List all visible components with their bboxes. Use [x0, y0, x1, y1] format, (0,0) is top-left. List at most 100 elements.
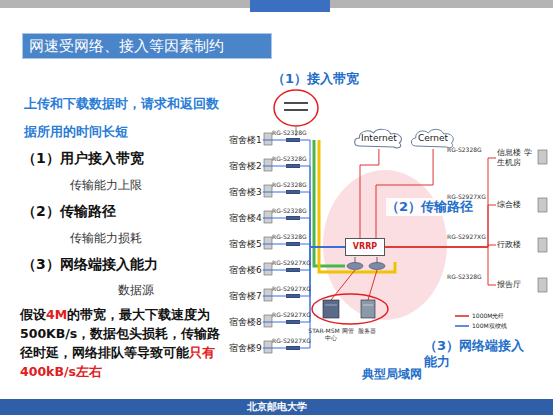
- bandwidth-circle: [274, 90, 318, 126]
- building-label: 报告厅: [496, 279, 522, 291]
- device-label: RG-S2927XG: [272, 311, 311, 318]
- slide-text: 上传和下载数据时，请求和返回数据所用的时间长短: [24, 90, 219, 146]
- bandwidth-note: 假设4M的带宽，最大下载速度为500KB/s，数据包头损耗，传输路径时延，网络排…: [20, 305, 225, 381]
- access-line: [284, 102, 308, 104]
- top-accent: [250, 0, 330, 12]
- dorm-label: 宿舍楼5: [228, 238, 263, 250]
- node-text: 北京邮电大学: [0, 399, 553, 415]
- building-icon: [264, 211, 272, 223]
- building-label: 综合楼: [496, 199, 522, 211]
- slide-text: 传输能力损耗: [70, 230, 142, 247]
- node-text: 宿舍楼6: [229, 264, 262, 276]
- network-link: [263, 140, 345, 247]
- network-link: [385, 158, 496, 247]
- device-label: RG-S2927XG: [272, 259, 311, 266]
- slide-text: 传输能力上限: [70, 177, 142, 194]
- title-band: 网速受网络、接入等因素制约: [22, 33, 272, 59]
- device-label: RG-S2927XG: [272, 337, 311, 344]
- node-text: 宿舍楼8: [229, 316, 262, 328]
- legend-row: 100M双绞线: [455, 321, 507, 331]
- node-text: 宿舍楼5: [229, 238, 262, 250]
- slide-text: 数据源: [118, 282, 154, 299]
- device-label: RG-S2328G: [272, 181, 307, 188]
- building-icon: [264, 133, 272, 145]
- node-text: 报告厅: [497, 280, 521, 290]
- right-building-icons: [538, 150, 547, 292]
- building-icon: [264, 237, 272, 249]
- node-text: 综合楼: [497, 200, 521, 210]
- footer-band: 北京邮电大学: [0, 399, 553, 415]
- network-link: [385, 247, 496, 285]
- legend: 1000M光纤100M双绞线: [455, 311, 507, 331]
- network-link: [263, 192, 345, 247]
- building-icon: [264, 159, 272, 171]
- building-icon: [264, 341, 272, 353]
- device-label: RG-S2328G: [272, 129, 307, 136]
- yellow-path: [319, 140, 395, 272]
- legend-row: 1000M光纤: [455, 311, 507, 321]
- dorm-label: 宿舍楼4: [228, 212, 263, 224]
- slide-text: （1）用户接入带宽: [22, 150, 144, 168]
- device-label: RG-S2328G: [272, 207, 307, 214]
- core-switch-icons: [347, 257, 385, 270]
- device-label: RG-S2328G: [272, 155, 307, 162]
- dorm-label: 宿舍楼2: [228, 160, 263, 172]
- network-link: [263, 166, 345, 247]
- server-circle: [312, 294, 388, 324]
- device-label: RG-S2328G: [272, 233, 307, 240]
- device-label: STAR-MSM 网管中心: [306, 327, 356, 341]
- node-text: 宿舍楼1: [229, 134, 262, 146]
- legend-text: 1000M光纤: [472, 312, 504, 321]
- device-label: RG-S2927XG: [447, 193, 486, 200]
- legend-line-sample: [455, 323, 469, 329]
- note-text: 假设: [20, 307, 46, 322]
- device-label: RG-S2927XG: [447, 233, 486, 240]
- dorm-label: 宿舍楼9: [228, 342, 263, 354]
- server-icons: [323, 300, 375, 318]
- slide-text: （3）网络端接入能力: [22, 256, 158, 274]
- device-label: RG-S2328G: [447, 146, 482, 153]
- node-text: 宿舍楼4: [229, 212, 262, 224]
- node-text: 宿舍楼7: [229, 290, 262, 302]
- node-text: Cernet: [415, 127, 451, 149]
- node-text: 网速受网络、接入等因素制约: [29, 34, 271, 58]
- node-text: 行政楼: [497, 240, 521, 250]
- access-line: [284, 109, 308, 111]
- device-label: RG-S2328G: [447, 273, 482, 280]
- network-link: [263, 218, 345, 247]
- building-label: 信息楼 学生机房: [496, 147, 534, 169]
- slide-text: 典型局域网: [362, 366, 422, 383]
- node-text: 宿舍楼3: [229, 186, 262, 198]
- building-icon: [264, 315, 272, 327]
- node-text: VRRP: [346, 239, 384, 255]
- network-link: [376, 149, 433, 238]
- cloud-node: Cernet: [409, 127, 457, 149]
- dorm-label: 宿舍楼6: [228, 264, 263, 276]
- dorm-label: 宿舍楼3: [228, 186, 263, 198]
- dorm-label: 宿舍楼8: [228, 316, 263, 328]
- device-label: RG-S2927XG: [272, 285, 311, 292]
- device-label: 服务器: [358, 327, 376, 334]
- node-text: 信息楼 学生机房: [497, 148, 533, 168]
- slide-text: （2）传输路径: [22, 203, 116, 221]
- node-text: Internet: [358, 127, 400, 149]
- dorm-label: 宿舍楼7: [228, 290, 263, 302]
- network-link: [263, 247, 345, 322]
- callout-label: （3）网络端接入能力: [424, 338, 536, 370]
- building-icon: [264, 263, 272, 275]
- path-region: [323, 170, 447, 320]
- building-icon: [264, 289, 272, 301]
- legend-line-sample: [455, 313, 469, 319]
- cloud-node: Internet: [352, 127, 406, 149]
- core-switch: VRRP: [345, 238, 385, 256]
- callout-label: （2）传输路径: [386, 198, 473, 216]
- network-link: [263, 247, 345, 270]
- building-label: 行政楼: [496, 239, 522, 251]
- node-text: 宿舍楼2: [229, 160, 262, 172]
- node-text: 宿舍楼9: [229, 342, 262, 354]
- dorm-label: 宿舍楼1: [228, 134, 263, 146]
- building-icon: [264, 185, 272, 197]
- legend-text: 100M双绞线: [472, 322, 507, 331]
- callout-label: （1）接入带宽: [272, 70, 359, 88]
